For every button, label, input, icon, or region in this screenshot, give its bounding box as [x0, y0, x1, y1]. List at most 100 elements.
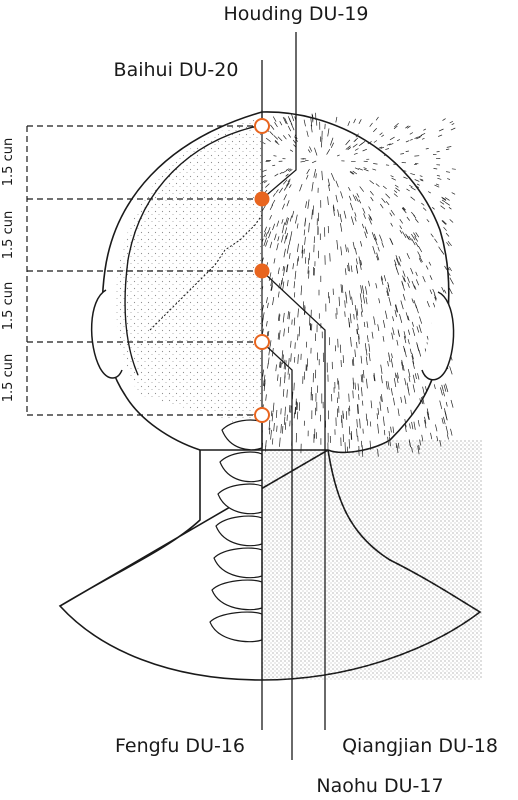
hair-stroke	[397, 329, 400, 337]
hair-stroke	[393, 378, 397, 388]
hair-stroke	[418, 349, 422, 357]
hair-stroke	[400, 396, 403, 403]
hair-stroke	[308, 222, 310, 233]
hair-stroke	[356, 341, 358, 349]
hair-stroke	[418, 444, 420, 450]
hair-stroke	[359, 293, 362, 303]
hair-stroke	[439, 201, 445, 205]
hair-stroke	[344, 311, 346, 317]
hair-stroke	[265, 232, 268, 238]
hair-stroke	[327, 128, 330, 137]
hair-stroke	[355, 310, 358, 321]
hair-stroke	[354, 382, 356, 390]
hair-stroke	[377, 246, 380, 252]
hair-stroke	[391, 353, 393, 359]
hair-stroke	[424, 419, 427, 429]
hair-stroke	[446, 434, 449, 440]
hair-stroke	[448, 287, 453, 295]
hair-stroke	[440, 205, 446, 210]
hair-stroke	[265, 183, 270, 188]
hair-stroke	[277, 291, 280, 298]
hair-stroke	[291, 210, 295, 218]
hair-stroke	[300, 285, 303, 296]
hair-stroke	[381, 134, 385, 137]
hair-stroke	[278, 330, 281, 340]
hair-stroke	[422, 207, 427, 211]
hair-stroke	[404, 395, 407, 404]
hair-stroke	[406, 188, 410, 192]
hair-stroke	[402, 270, 406, 277]
hair-stroke	[414, 373, 417, 379]
hair-stroke	[419, 175, 423, 177]
hair-stroke	[282, 312, 285, 323]
hair-stroke	[435, 424, 438, 432]
hair-stroke	[370, 400, 373, 409]
hair-stroke	[409, 184, 413, 188]
point-houding[interactable]	[254, 191, 270, 207]
hair-stroke	[373, 372, 376, 382]
hair-stroke	[281, 234, 284, 243]
hair-stroke	[266, 297, 268, 304]
hair-stroke	[358, 199, 362, 204]
hair-stroke	[361, 387, 363, 397]
hair-stroke	[277, 267, 280, 275]
hair-stroke	[402, 365, 405, 371]
hair-stroke	[392, 316, 394, 322]
hair-stroke	[366, 378, 368, 389]
point-naohu[interactable]	[254, 334, 270, 350]
hair-stroke	[282, 222, 286, 229]
hair-stroke	[418, 258, 422, 263]
hair-stroke	[290, 113, 295, 122]
hair-stroke	[373, 233, 377, 241]
hair-stroke	[394, 263, 398, 271]
hair-stroke	[360, 241, 363, 247]
hair-stroke	[284, 372, 286, 379]
hair-stroke	[415, 279, 420, 286]
hair-stroke	[283, 194, 287, 201]
hair-stroke	[304, 257, 307, 264]
hair-stroke	[356, 329, 358, 335]
hair-stroke	[389, 437, 391, 447]
hair-stroke	[415, 232, 420, 238]
hair-stroke	[410, 267, 414, 275]
hair-stroke	[427, 412, 430, 420]
hair-stroke	[338, 296, 340, 307]
point-qiangjian[interactable]	[254, 263, 270, 279]
hair-stroke	[417, 373, 420, 380]
point-fengfu[interactable]	[254, 407, 270, 423]
hair-stroke	[418, 246, 423, 253]
point-baihui[interactable]	[254, 118, 270, 134]
hair-stroke	[375, 283, 378, 289]
hair-stroke	[275, 409, 278, 418]
hair-stroke	[305, 201, 307, 208]
hair-stroke	[378, 298, 381, 304]
hair-stroke	[442, 197, 447, 201]
hair-stroke	[366, 321, 369, 328]
hair-stroke	[363, 213, 366, 219]
hair-stroke	[445, 383, 449, 393]
hair-stroke	[307, 266, 309, 274]
hair-stroke	[368, 206, 372, 211]
hair-stroke	[411, 211, 416, 217]
hair-stroke	[402, 206, 406, 211]
hair-stroke	[327, 178, 331, 187]
hair-stroke	[267, 362, 269, 369]
hair-stroke	[352, 357, 355, 366]
hair-stroke	[410, 186, 416, 191]
hair-stroke	[380, 396, 382, 402]
hair-stroke	[293, 292, 296, 298]
hair-stroke	[348, 393, 350, 402]
hair-stroke	[307, 199, 310, 209]
hair-stroke	[390, 175, 394, 178]
hair-stroke	[360, 285, 363, 294]
hair-stroke	[280, 423, 282, 434]
hair-stroke	[367, 335, 369, 343]
hair-stroke	[330, 142, 335, 149]
hair-stroke	[348, 195, 352, 201]
hair-stroke	[393, 193, 398, 198]
hair-stroke	[272, 164, 276, 167]
hair-stroke	[270, 124, 275, 130]
hair-stroke	[274, 233, 277, 241]
hair-stroke	[438, 134, 443, 137]
hair-stroke	[265, 240, 268, 247]
